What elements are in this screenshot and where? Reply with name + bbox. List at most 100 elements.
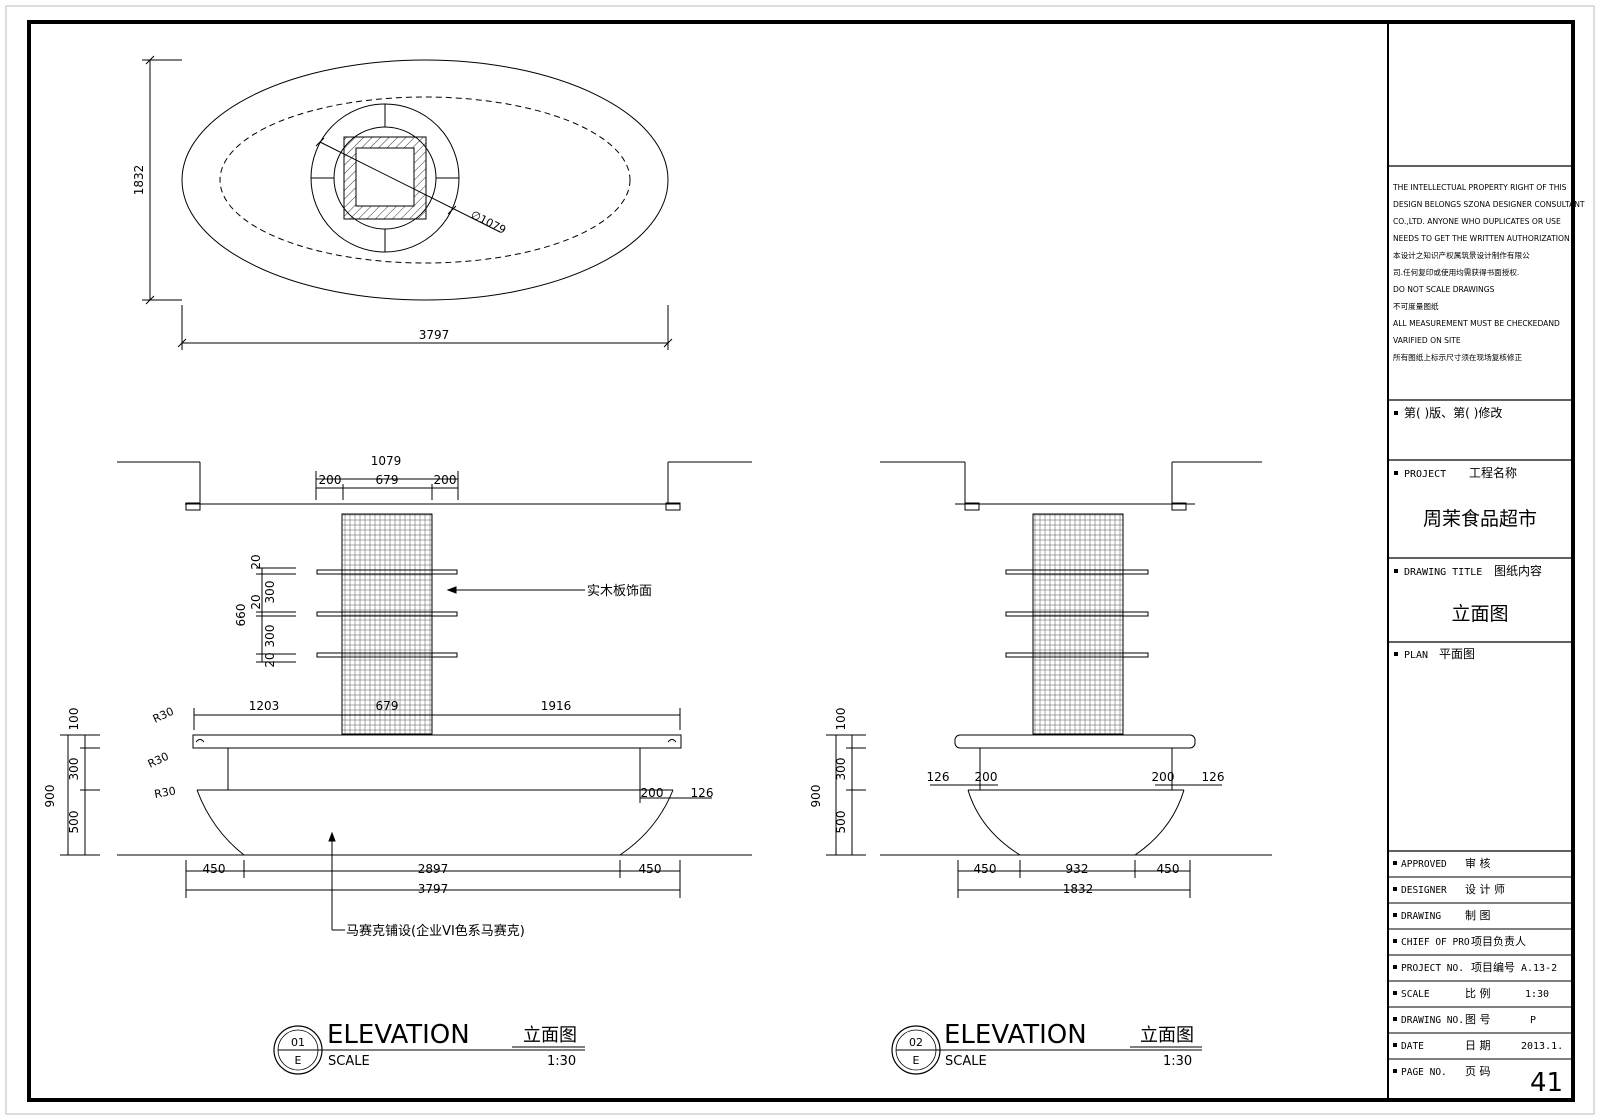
row-label: SCALE [1401, 989, 1430, 1000]
plan-view [142, 55, 673, 350]
note-mosaic: 马赛克铺设(企业VI色系马赛克) [346, 923, 525, 939]
dim-counter-right: 1916 [541, 699, 572, 713]
bullet-icon [1394, 652, 1398, 656]
column-core-square [355, 147, 415, 207]
row-label-cn: 日 期 [1465, 1039, 1491, 1052]
row-label: DATE [1401, 1041, 1424, 1052]
dim-bottom-left: 450 [203, 862, 226, 876]
revision-text: 第( )版、第( )修改 [1404, 405, 1502, 420]
dim-side-a: 200 [641, 786, 664, 800]
bullet-icon [1394, 471, 1398, 475]
dim-height-mid: 300 [834, 758, 848, 781]
dim-bottom-left: 450 [974, 862, 997, 876]
row-label-cn: 项目编号 [1471, 960, 1515, 974]
bullet-icon [1393, 1043, 1397, 1047]
elevation-2-label: 02 E ELEVATION 立面图 SCALE 1:30 [891, 1020, 1202, 1075]
bullet-icon [1393, 913, 1397, 917]
disclaimer-line: CO.,LTD. ANYONE WHO DUPLICATES OR USE [1393, 217, 1561, 226]
dim-column-mid: 679 [376, 473, 399, 487]
elevation-2 [826, 461, 1272, 898]
bowl-base [196, 789, 674, 856]
drawing-frame [27, 20, 1575, 1102]
scale-value: 1:30 [547, 1054, 576, 1069]
dim-shelf-c: 20 [249, 594, 263, 609]
page-number: 41 [1530, 1068, 1563, 1098]
dim-bottom-right: 450 [1157, 862, 1180, 876]
bullet-icon [1393, 991, 1397, 995]
elevation-title: ELEVATION [944, 1020, 1087, 1050]
plan-dim-height: 1832 [132, 165, 146, 196]
disclaimer-line: DO NOT SCALE DRAWINGS [1393, 285, 1495, 294]
dim-column-total: 1079 [371, 454, 402, 468]
dim-column-left: 200 [319, 473, 342, 487]
dim-height-total: 900 [809, 785, 823, 808]
elevation-title: ELEVATION [327, 1020, 470, 1050]
disclaimer-line: THE INTELLECTUAL PROPERTY RIGHT OF THIS [1392, 183, 1567, 192]
disclaimer-line: ALL MEASUREMENT MUST BE CHECKEDAND [1393, 319, 1560, 328]
counter-top [954, 734, 1196, 749]
scale-value: 1:30 [1163, 1054, 1192, 1069]
row-label-cn: 审 核 [1465, 856, 1491, 870]
row-value: P [1530, 1015, 1536, 1026]
dim-shelf-b: 300 [263, 581, 277, 604]
plan-dim-diameter: ∅1079 [469, 208, 508, 237]
plan-dim-width: 3797 [419, 328, 450, 342]
dim-shelf-d: 300 [263, 625, 277, 648]
disclaimer-line: NEEDS TO GET THE WRITTEN AUTHORIZATION [1393, 234, 1570, 243]
row-label-cn: 项目负责人 [1471, 934, 1526, 948]
dim-side-left-a: 126 [927, 770, 950, 784]
plan-label: PLAN [1404, 650, 1428, 661]
drawing-title: 立面图 [1451, 603, 1508, 625]
dim-bottom-mid: 932 [1066, 862, 1089, 876]
elevation-1 [60, 461, 752, 931]
bullet-icon [1393, 861, 1397, 865]
project-label-cn: 工程名称 [1469, 465, 1517, 480]
dim-shelf-e: 20 [263, 652, 277, 667]
dim-radius: R30 [153, 784, 177, 801]
dim-bottom-mid: 2897 [418, 862, 449, 876]
dim-side-right-a: 200 [1152, 770, 1175, 784]
bullet-icon [1393, 1069, 1397, 1073]
counter-inner-dashed [219, 96, 631, 264]
disclaimer-line: 司.任何复印或使用均需获得书面授权. [1393, 267, 1519, 277]
row-label-cn: 设 计 师 [1465, 883, 1505, 896]
dim-bottom-right: 450 [639, 862, 662, 876]
drawing-title-label: DRAWING TITLE [1404, 567, 1482, 578]
dim-height-bottom: 500 [67, 811, 81, 834]
dim-column-right: 200 [434, 473, 457, 487]
bullet-icon [1394, 411, 1398, 415]
elevation-title-cn: 立面图 [523, 1025, 577, 1046]
row-value: 1:30 [1525, 989, 1549, 1000]
dim-radius: R30 [146, 750, 171, 771]
outer-border [5, 5, 1595, 1115]
dim-height-bottom: 500 [834, 811, 848, 834]
elevation-letter: E [913, 1054, 920, 1067]
row-label: PROJECT NO. [1401, 963, 1464, 974]
wood-shelf [1005, 652, 1149, 658]
dim-shelf-total: 660 [234, 604, 248, 627]
scale-label: SCALE [945, 1054, 987, 1069]
counter-outline [181, 59, 669, 301]
mosaic-column [341, 513, 433, 735]
disclaimer-line: 所有图纸上标示尺寸须在现场复核修正 [1393, 352, 1522, 362]
mosaic-column [1032, 513, 1124, 735]
bullet-icon [1393, 939, 1397, 943]
disclaimer-line: VARIFIED ON SITE [1393, 336, 1461, 345]
disclaimer-line: 不可度量图纸 [1393, 301, 1439, 311]
disclaimer-line: DESIGN BELONGS SZONA DESIGNER CONSULTANT [1393, 200, 1585, 209]
dim-side-right-b: 126 [1202, 770, 1225, 784]
drawing-title-label-cn: 图纸内容 [1494, 563, 1542, 578]
dim-height-top: 100 [834, 708, 848, 731]
elevation-number: 01 [291, 1036, 305, 1049]
title-block: THE INTELLECTUAL PROPERTY RIGHT OF THIS … [1387, 22, 1585, 1100]
row-value: 2013.1. [1521, 1041, 1563, 1052]
dim-counter-mid: 679 [376, 699, 399, 713]
row-label: DRAWING [1401, 911, 1441, 922]
row-label: DRAWING NO. [1401, 1015, 1464, 1026]
dim-side-left-b: 200 [975, 770, 998, 784]
wood-shelf [1005, 611, 1149, 617]
disclaimer-line: 本设计之知识产权属筑景设计制作有限公 [1393, 250, 1530, 260]
project-label: PROJECT [1404, 469, 1446, 480]
elevation-1-label: 01 E ELEVATION 立面图 SCALE 1:30 [273, 1020, 585, 1075]
dim-shelf-a: 20 [249, 554, 263, 569]
